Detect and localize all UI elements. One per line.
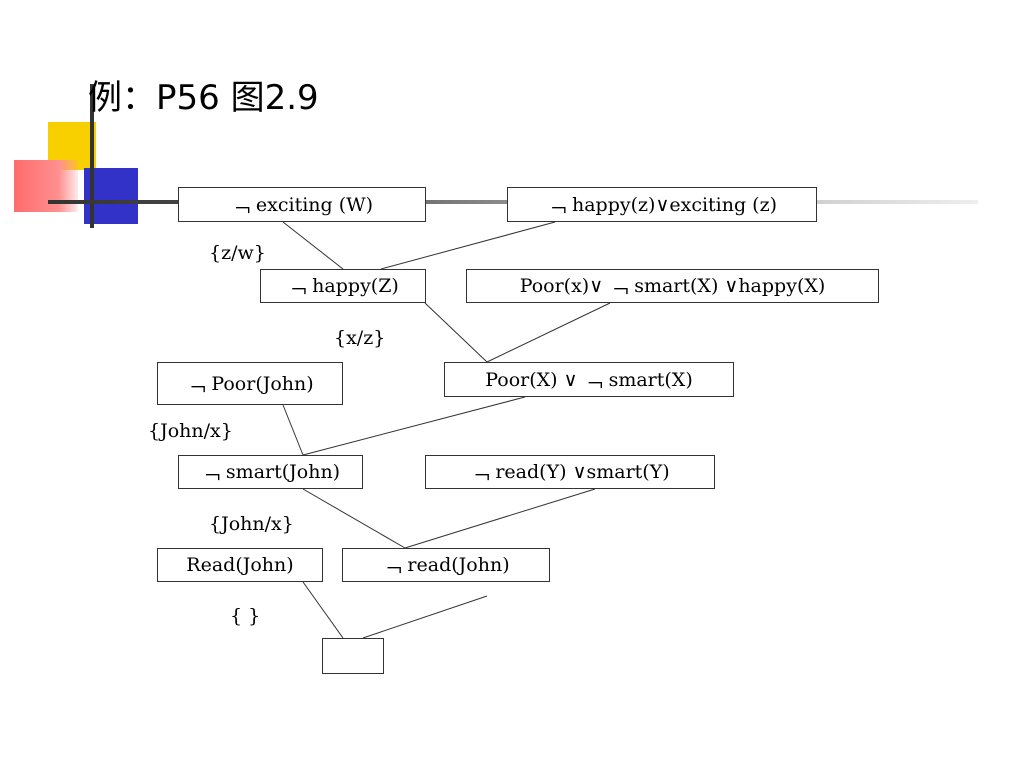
empty-clause-box <box>322 638 384 674</box>
substitution-john-x-2: {John/x} <box>209 513 294 535</box>
edge <box>362 595 488 639</box>
edge <box>302 396 526 456</box>
edge <box>380 221 556 270</box>
edge <box>282 221 344 270</box>
clause-not-read-john: ﹁ read(John) <box>342 548 550 582</box>
substitution-empty: { } <box>230 605 261 627</box>
clause-not-happy-or-exciting: ﹁ happy(z)∨exciting (z) <box>507 187 817 222</box>
decor-vertical-line <box>90 84 94 228</box>
clause-not-smart-john: ﹁ smart(John) <box>178 455 363 489</box>
substitution-z-w: {z/w} <box>209 242 266 264</box>
clause-poor-not-smart-happy: Poor(x)∨ ﹁ smart(X) ∨happy(X) <box>466 269 879 303</box>
clause-poor-or-not-smart: Poor(X) ∨ ﹁ smart(X) <box>444 362 734 397</box>
substitution-x-z: {x/z} <box>334 327 386 349</box>
clause-not-read-or-smart: ﹁ read(Y) ∨smart(Y) <box>425 455 715 489</box>
edge <box>282 404 304 456</box>
edge <box>424 302 488 363</box>
substitution-john-x-1: {John/x} <box>148 420 233 442</box>
edge <box>302 488 406 549</box>
clause-not-exciting-w: ﹁ exciting (W) <box>178 187 426 222</box>
clause-read-john: Read(John) <box>157 548 323 582</box>
edge <box>404 488 596 549</box>
clause-not-poor-john: ﹁ Poor(John) <box>157 362 343 405</box>
edge <box>486 302 611 363</box>
slide-title: 例：P56 图2.9 <box>88 78 319 118</box>
clause-not-happy-z: ﹁ happy(Z) <box>260 269 426 303</box>
edge <box>302 581 344 639</box>
